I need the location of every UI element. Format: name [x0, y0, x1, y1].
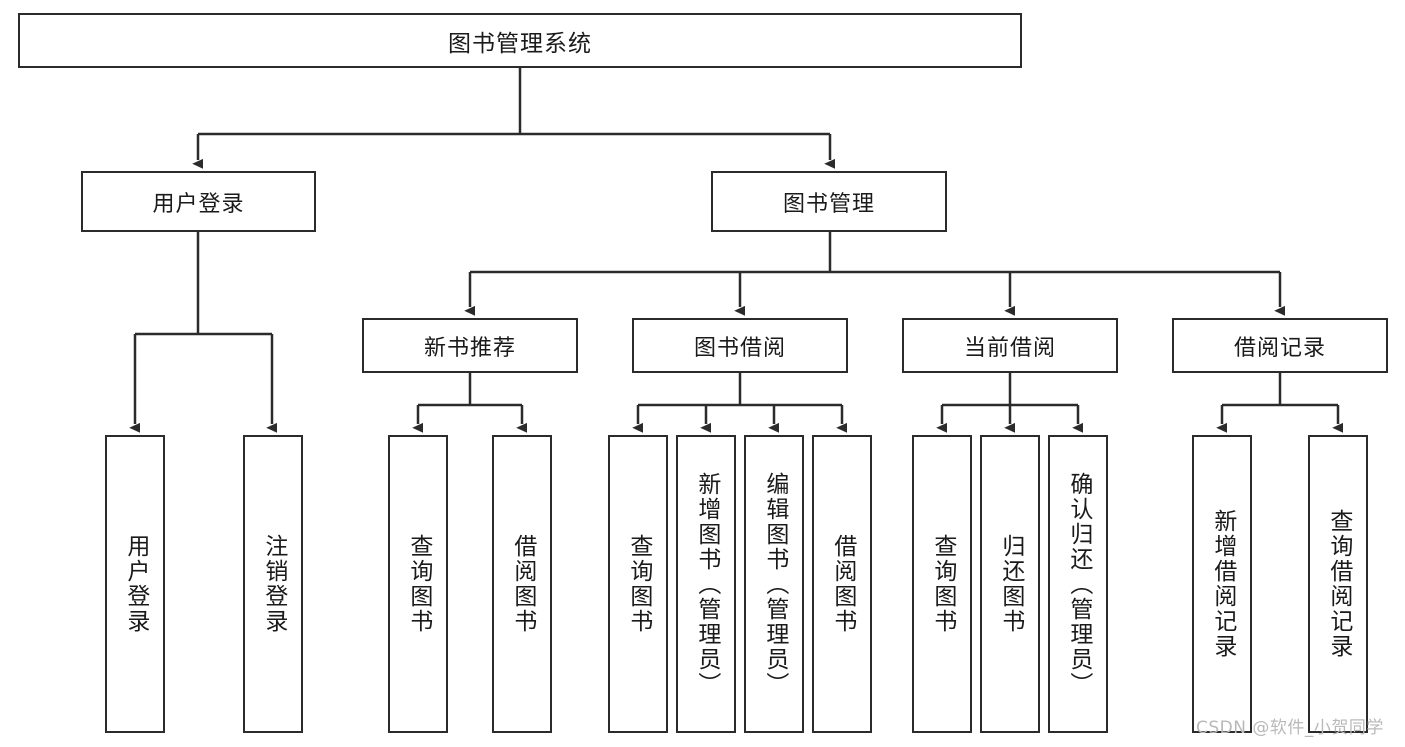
node-leaf-query-record[interactable]: 查询借阅记录 — [1308, 435, 1368, 733]
node-leaf-query-book-3[interactable]: 查询图书 — [912, 435, 972, 733]
node-leaf-return-book-label: 归还图书 — [997, 534, 1024, 634]
node-leaf-confirm-return-label: 确认归还（管理员） — [1065, 471, 1092, 697]
node-leaf-logout-login-label: 注销登录 — [260, 534, 287, 634]
node-leaf-add-record[interactable]: 新增借阅记录 — [1192, 435, 1252, 733]
node-leaf-user-login-label: 用户登录 — [122, 534, 149, 634]
node-leaf-query-book-2[interactable]: 查询图书 — [608, 435, 668, 733]
node-book-manage-label: 图书管理 — [782, 191, 875, 217]
node-book-borrow-label: 图书借阅 — [693, 335, 786, 361]
node-root-label: 图书管理系统 — [448, 30, 592, 57]
node-book-borrow[interactable]: 图书借阅 — [632, 318, 848, 373]
node-leaf-query-book-1[interactable]: 查询图书 — [388, 435, 448, 733]
node-leaf-user-login[interactable]: 用户登录 — [105, 435, 165, 733]
node-leaf-borrow-book-1-label: 借阅图书 — [509, 534, 536, 634]
node-root[interactable]: 图书管理系统 — [18, 13, 1022, 68]
node-borrow-record-label: 借阅记录 — [1233, 335, 1326, 361]
node-borrow-record[interactable]: 借阅记录 — [1172, 318, 1388, 373]
node-new-book-recommend-label: 新书推荐 — [423, 335, 516, 361]
node-new-book-recommend[interactable]: 新书推荐 — [362, 318, 578, 373]
node-leaf-borrow-book-2[interactable]: 借阅图书 — [812, 435, 872, 733]
node-book-manage[interactable]: 图书管理 — [711, 171, 947, 232]
watermark: CSDN @软件_小贺同学 — [1196, 718, 1384, 738]
node-current-borrow-label: 当前借阅 — [963, 335, 1056, 361]
node-leaf-query-book-2-label: 查询图书 — [625, 534, 652, 634]
node-leaf-query-record-label: 查询借阅记录 — [1325, 509, 1352, 659]
node-user-login-label: 用户登录 — [152, 191, 245, 217]
node-leaf-query-book-3-label: 查询图书 — [929, 534, 956, 634]
node-leaf-add-record-label: 新增借阅记录 — [1209, 509, 1236, 659]
node-leaf-add-book[interactable]: 新增图书（管理员） — [676, 435, 736, 733]
node-leaf-query-book-1-label: 查询图书 — [405, 534, 432, 634]
node-user-login[interactable]: 用户登录 — [81, 171, 316, 232]
node-leaf-add-book-label: 新增图书（管理员） — [693, 471, 720, 697]
node-leaf-edit-book-label: 编辑图书（管理员） — [761, 471, 788, 697]
node-leaf-edit-book[interactable]: 编辑图书（管理员） — [744, 435, 804, 733]
node-leaf-return-book[interactable]: 归还图书 — [980, 435, 1040, 733]
node-leaf-logout-login[interactable]: 注销登录 — [243, 435, 303, 733]
node-leaf-borrow-book-1[interactable]: 借阅图书 — [492, 435, 552, 733]
node-leaf-confirm-return[interactable]: 确认归还（管理员） — [1048, 435, 1108, 733]
node-leaf-borrow-book-2-label: 借阅图书 — [829, 534, 856, 634]
node-current-borrow[interactable]: 当前借阅 — [902, 318, 1118, 373]
